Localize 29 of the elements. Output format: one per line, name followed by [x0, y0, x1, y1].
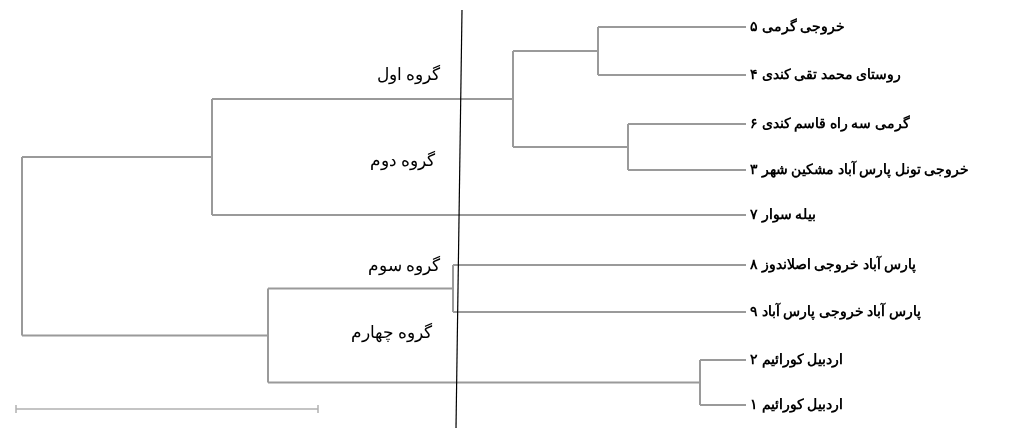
dendrogram-branch — [267, 287, 454, 290]
dendrogram-branch — [699, 359, 747, 361]
leaf-label: خروجی گرمی ۵ — [750, 17, 845, 37]
leaf-label: خروجی تونل پارس آباد مشکین شهر ۳ — [750, 160, 969, 180]
dendrogram-branch — [452, 264, 747, 266]
dendrogram-branch — [627, 123, 747, 125]
leaf-label: گرمی سه راه قاسم کندی ۶ — [750, 114, 910, 134]
dendrogram-branch — [699, 404, 747, 406]
leaf-label: اردبیل کورائیم ۲ — [750, 350, 843, 370]
dendrogram-branch — [512, 50, 599, 52]
dendrogram-branch — [21, 156, 213, 158]
dendrogram-branch — [627, 169, 747, 171]
leaf-label: پارس آباد خروجی پارس آباد ۹ — [750, 302, 921, 322]
leaf-label: پارس آباد خروجی اصلاندوز ۸ — [750, 255, 916, 275]
dendrogram-branch — [267, 381, 701, 384]
leaf-label: روستای محمد تقی کندی ۴ — [750, 65, 901, 85]
group-label: گروه سوم — [366, 255, 440, 277]
leaf-label: اردبیل کورائیم ۱ — [750, 395, 843, 415]
dendrogram-branch — [452, 311, 747, 313]
leaf-label: بیله سوار ۷ — [750, 205, 816, 225]
dendrogram-branch — [211, 214, 747, 216]
dendrogram-branch — [211, 98, 514, 100]
dendrogram-branch — [21, 334, 269, 337]
group-label: گروه اول — [375, 64, 440, 86]
dendrogram-branch — [512, 146, 629, 148]
dendrogram-branch — [597, 74, 747, 76]
group-label: گروه چهارم — [349, 322, 432, 344]
group-label: گروه دوم — [368, 150, 435, 172]
dendrogram-branch — [597, 26, 747, 28]
